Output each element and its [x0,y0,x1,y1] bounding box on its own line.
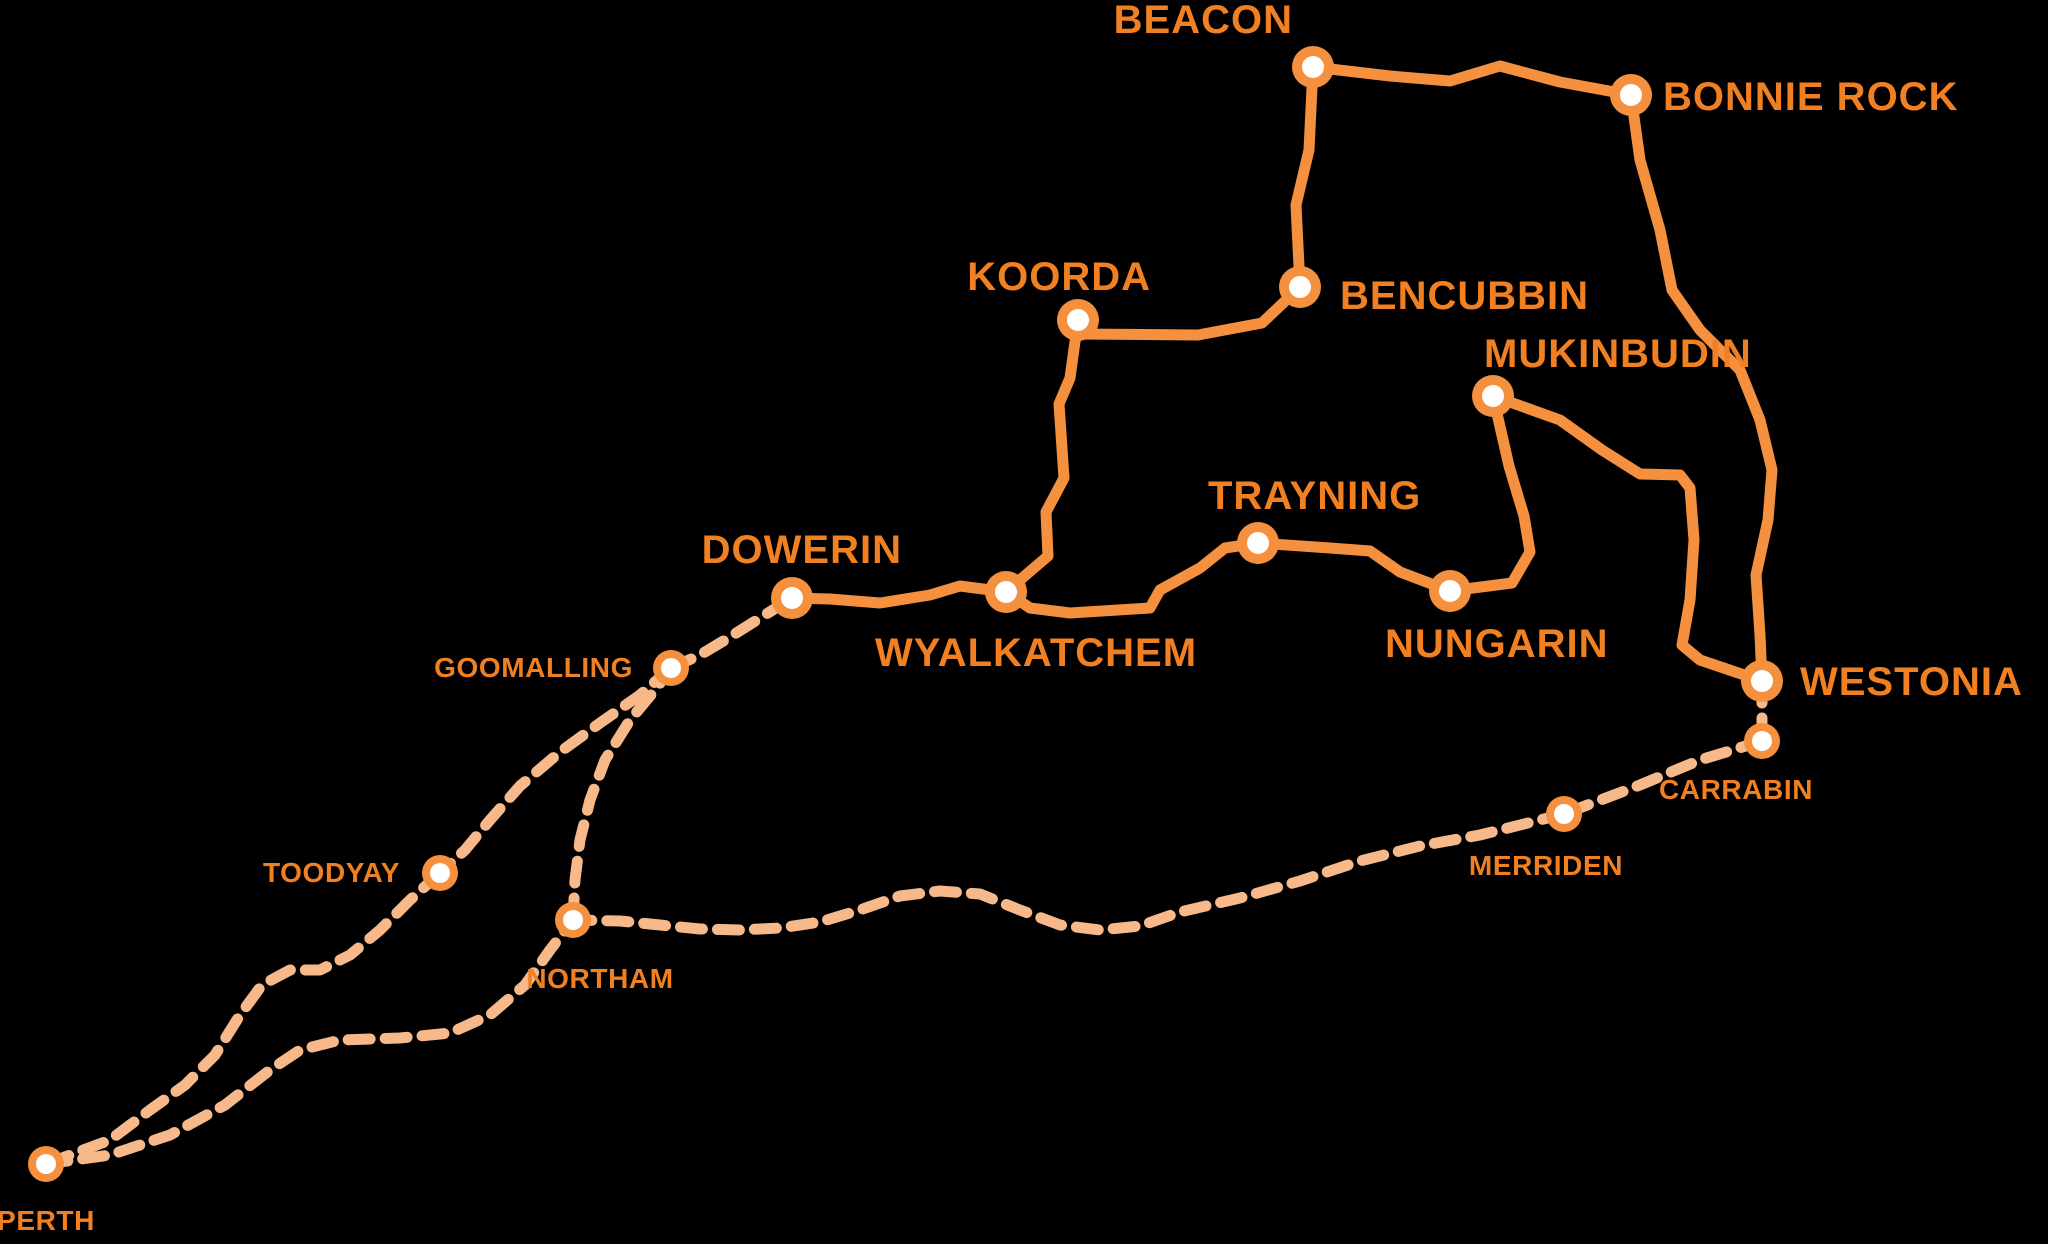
town-node-core-perth [36,1154,56,1174]
town-label-northam[interactable]: NORTHAM [526,963,674,994]
route-segment [567,808,1570,936]
town-node-core-dowerin [781,587,803,609]
town-node-core-nungarin [1439,580,1461,602]
route-segment [665,592,798,674]
route-segment [1000,314,1084,598]
route-segment [40,867,446,1170]
route-segment [1252,537,1456,597]
town-node-core-westonia [1751,670,1773,692]
town-label-dowerin[interactable]: DOWERIN [701,528,902,572]
route-segment [1487,390,1768,687]
route-segment [1625,89,1778,687]
town-label-perth[interactable]: PERTH [0,1205,95,1236]
town-label-goomalling[interactable]: GOOMALLING [434,652,633,683]
town-label-carrabin[interactable]: CARRABIN [1658,774,1814,805]
town-node-core-northam [563,910,583,930]
town-node-core-wyalkatchem [995,581,1017,603]
route-segment [1000,537,1264,619]
town-node-core-koorda [1067,309,1089,331]
routes-layer [40,60,1778,1170]
town-node-core-trayning [1247,532,1269,554]
town-label-toodyay[interactable]: TOODYAY [262,857,400,888]
town-node-core-merriden [1554,804,1574,824]
town-label-merriden[interactable]: MERRIDEN [1468,850,1624,881]
nodes-layer [28,46,1783,1182]
town-label-bencubbin[interactable]: BENCUBBIN [1340,274,1589,318]
route-segment [1444,390,1536,597]
town-label-mukinbudin[interactable]: MUKINBUDIN [1484,332,1752,376]
town-label-beacon[interactable]: BEACON [1113,0,1293,42]
town-label-westonia[interactable]: WESTONIA [1800,660,2023,704]
town-node-core-bonnie_rock [1620,84,1642,106]
route-segment [1290,61,1319,293]
town-node-core-toodyay [430,863,450,883]
route-segment [40,914,579,1170]
town-node-core-mukinbudin [1482,385,1504,407]
town-label-nungarin[interactable]: NUNGARIN [1385,622,1609,666]
town-node-core-bencubbin [1289,276,1311,298]
route-segment [567,662,677,926]
town-label-bonnie_rock[interactable]: BONNIE ROCK [1663,75,1959,119]
town-node-core-carrabin [1752,731,1772,751]
town-label-wyalkatchem[interactable]: WYALKATCHEM [874,631,1198,675]
town-label-koorda[interactable]: KOORDA [967,255,1151,299]
town-label-trayning[interactable]: TRAYNING [1208,474,1422,518]
route-segment [1558,735,1768,820]
town-node-core-goomalling [661,658,681,678]
route-segment [434,662,677,879]
route-segment [1307,60,1637,101]
route-segment [786,580,1012,609]
town-node-core-beacon [1302,56,1324,78]
